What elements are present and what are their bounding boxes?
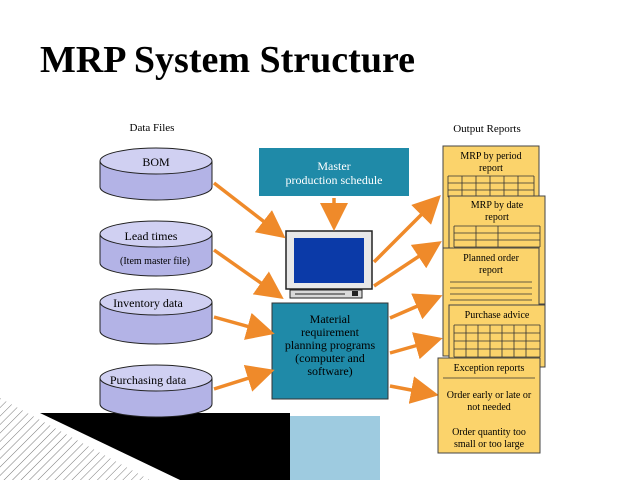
page-title: MRP System Structure: [40, 39, 415, 81]
mrp-line: (computer and: [295, 351, 365, 365]
mrp-line: requirement: [301, 325, 360, 339]
cylinder-inventory-data: Inventory data: [99, 288, 213, 345]
flow-arrows: [212, 181, 443, 404]
computer-monitor-icon: [285, 230, 373, 299]
master-schedule-box: Master production schedule: [259, 148, 409, 196]
arrow-out-date: [373, 241, 442, 288]
report-title: Purchase advice: [465, 310, 530, 321]
hatched-corner: [0, 398, 150, 480]
report-purchase-advice: Purchase advice: [448, 304, 546, 368]
arrow-out-purchase: [389, 332, 443, 360]
exception-title: Exception reports: [454, 363, 525, 374]
master-schedule-line2: production schedule: [286, 173, 383, 187]
report-subtitle: report: [479, 265, 503, 276]
output-reports-heading: Output Reports: [453, 123, 521, 135]
exception-line: small or too large: [454, 439, 525, 450]
cylinder-sublabel: (Item master file): [120, 256, 190, 267]
arrow-out-period: [372, 195, 441, 264]
arrow-purchasing: [213, 364, 275, 392]
cylinder-label: Lead times: [125, 229, 178, 243]
cylinder-label: Inventory data: [113, 296, 183, 310]
mrp-line: Material: [310, 312, 351, 326]
arrow-inventory: [213, 312, 275, 340]
exception-line: not needed: [467, 402, 511, 413]
arrow-bom: [212, 181, 286, 239]
blue-decor-block: [290, 416, 380, 480]
report-subtitle: report: [485, 212, 509, 223]
exception-line: Order quantity too: [452, 427, 526, 438]
cylinder-purchasing-data: Purchasing data: [99, 364, 213, 418]
black-decor-block: [40, 413, 290, 480]
report-title: MRP by period: [460, 151, 521, 162]
cylinder-label: Purchasing data: [110, 373, 187, 387]
report-title: MRP by date: [471, 200, 524, 211]
report-subtitle: report: [479, 163, 503, 174]
cylinder-lead-times: Lead times (Item master file): [99, 220, 213, 277]
exception-line: Order early or late or: [447, 390, 532, 401]
master-schedule-line1: Master: [317, 159, 350, 173]
mrp-line: software): [307, 364, 352, 378]
arrow-lead-times: [212, 248, 284, 300]
arrow-out-exception: [389, 376, 439, 404]
cylinder-label: BOM: [142, 155, 170, 169]
report-title: Planned order: [463, 253, 519, 264]
mrp-line: planning programs: [285, 338, 376, 352]
data-files-heading: Data Files: [130, 122, 175, 134]
cylinder-bom: BOM: [99, 147, 213, 201]
mrp-program-box: Material requirement planning programs (…: [271, 302, 389, 400]
report-exception: Exception reports Order early or late or…: [437, 357, 541, 454]
arrow-out-planned: [389, 293, 443, 320]
